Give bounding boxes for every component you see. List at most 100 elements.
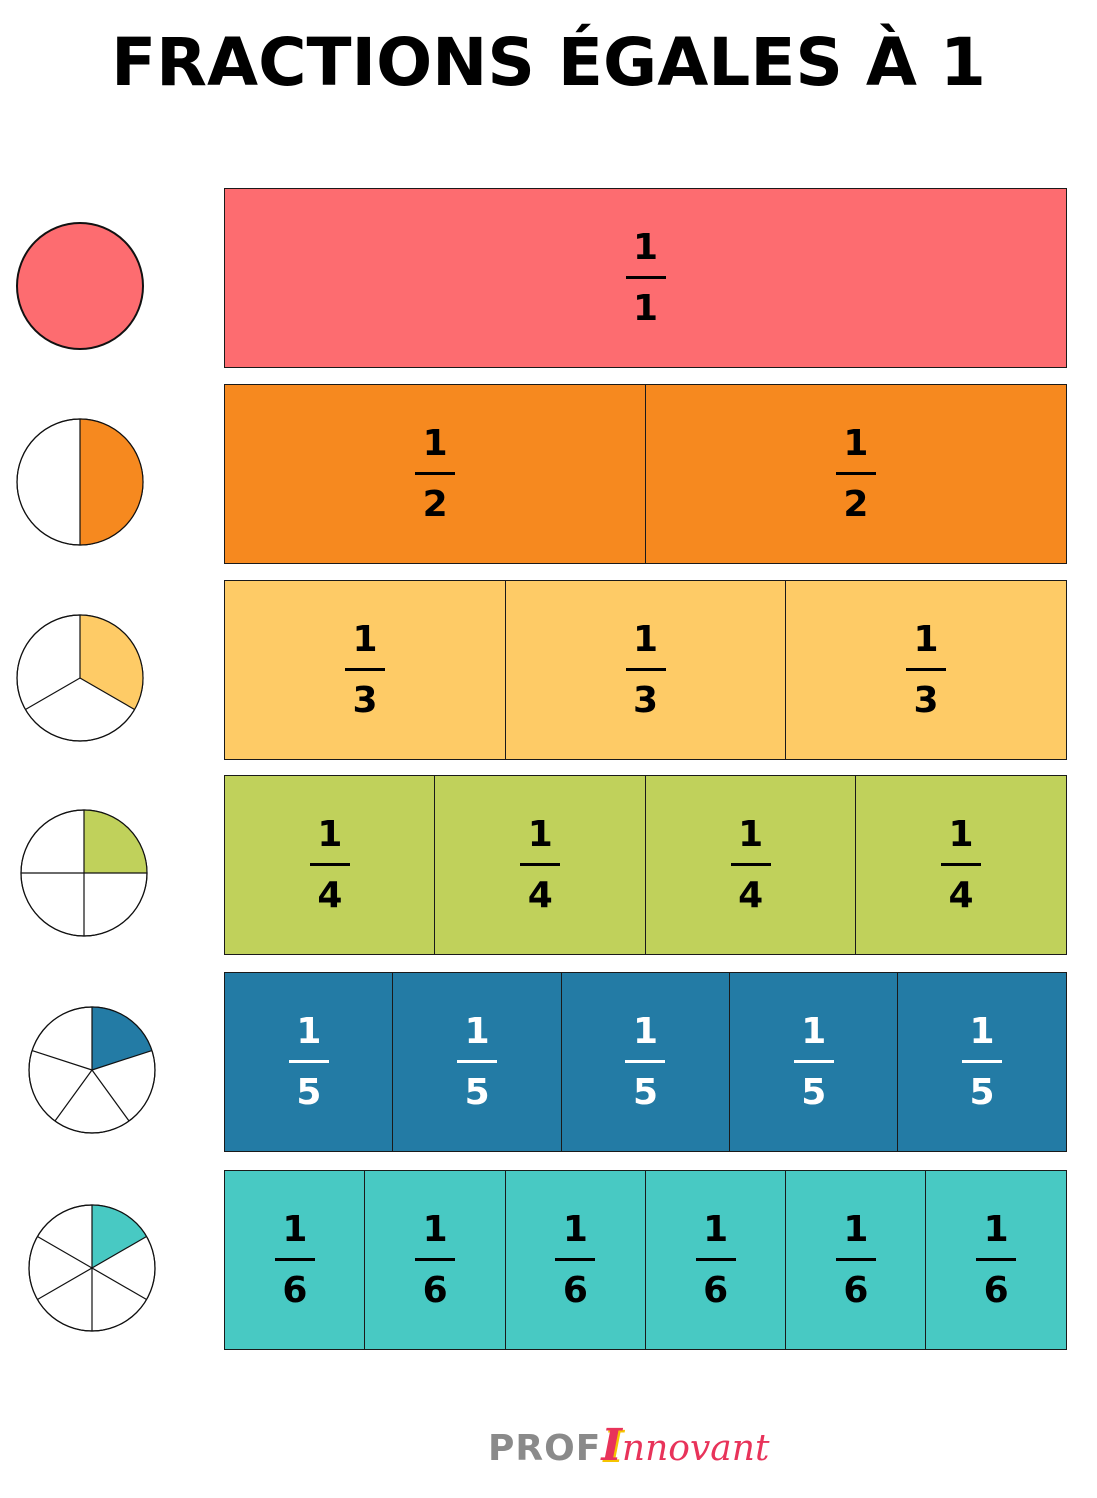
pie-divider <box>91 1235 147 1269</box>
fraction-denominator: 2 <box>843 483 869 525</box>
fraction-numerator: 1 <box>282 1208 308 1250</box>
fraction-bar-line <box>906 667 946 671</box>
fraction-numerator: 1 <box>843 1208 869 1250</box>
pie-divider <box>91 1267 147 1301</box>
fraction-numerator: 1 <box>317 813 343 855</box>
pie-divider <box>37 1267 93 1301</box>
fraction-bar-line <box>555 1257 596 1261</box>
fraction-numerator: 1 <box>296 1010 322 1052</box>
fraction-denominator: 5 <box>296 1071 322 1113</box>
fraction-bar-line <box>457 1059 498 1063</box>
pie-divider <box>79 677 135 711</box>
fraction-denominator: 2 <box>422 483 448 525</box>
fraction-bar-line <box>288 1059 329 1063</box>
pie-filled-slice <box>92 1007 152 1070</box>
pie-outline <box>28 1204 156 1332</box>
fraction-numerator: 1 <box>632 618 659 660</box>
fraction-numerator: 1 <box>562 1208 588 1250</box>
fraction-numerator: 1 <box>983 1208 1009 1250</box>
pie-divider <box>91 1049 153 1071</box>
fraction-bar-line <box>274 1257 315 1261</box>
page-title: FRACTIONS ÉGALES À 1 <box>111 24 986 101</box>
fraction-numerator: 1 <box>801 1010 827 1052</box>
fraction-numerator: 1 <box>969 1010 995 1052</box>
fraction-denominator: 3 <box>913 679 939 721</box>
fraction-numerator: 1 <box>422 422 448 464</box>
fraction-numerator: 1 <box>632 1010 659 1052</box>
fraction-bar-line <box>520 862 561 866</box>
pie-circle <box>16 222 144 350</box>
fraction-denominator: 4 <box>948 874 974 916</box>
logo-innovant-text: nnovant <box>621 1428 770 1469</box>
fraction-bar-line <box>730 862 771 866</box>
fraction-denominator: 6 <box>562 1269 588 1311</box>
fraction-bar-line <box>962 1059 1003 1063</box>
pie-divider <box>31 1049 93 1071</box>
fraction-bar-line <box>625 275 666 279</box>
fraction-denominator: 6 <box>843 1269 869 1311</box>
fraction-numerator: 1 <box>527 813 553 855</box>
pie-outline <box>16 418 144 546</box>
fraction-denominator: 3 <box>632 679 659 721</box>
pie-chart <box>20 809 148 937</box>
pie-outline <box>20 809 148 937</box>
pie-chart <box>16 418 144 546</box>
pie-filled-slice <box>80 615 143 710</box>
pie-chart <box>16 222 144 350</box>
pie-divider <box>91 1069 130 1122</box>
fraction-numerator: 1 <box>948 813 974 855</box>
fraction-numerator: 1 <box>738 813 764 855</box>
fraction-bar-line <box>941 862 982 866</box>
fraction-denominator: 5 <box>632 1071 659 1113</box>
fraction-bar-line <box>415 1257 456 1261</box>
fraction-denominator: 5 <box>464 1071 490 1113</box>
fraction-numerator: 1 <box>352 618 378 660</box>
fraction-bar-line <box>415 471 456 475</box>
fraction-bar-line <box>793 1059 834 1063</box>
pie-outline <box>28 1006 156 1134</box>
pie-divider <box>37 1235 93 1269</box>
pie-chart <box>28 1006 156 1134</box>
fraction-numerator: 1 <box>913 618 939 660</box>
fraction-denominator: 6 <box>703 1269 729 1311</box>
